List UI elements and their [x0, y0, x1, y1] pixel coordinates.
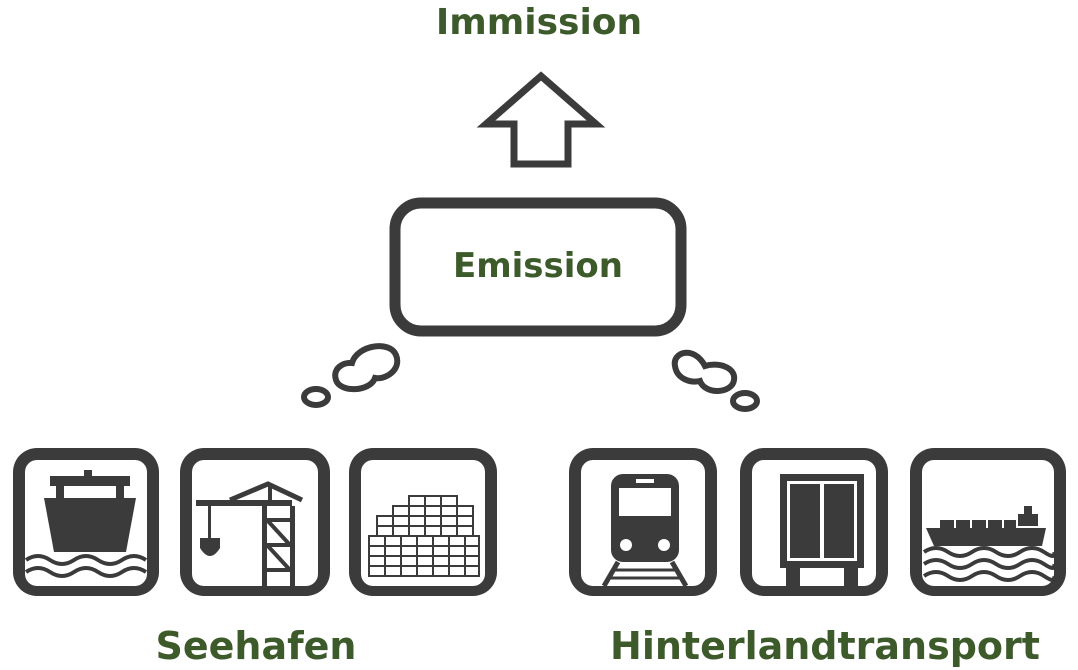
seehafen-label: Seehafen	[155, 624, 357, 668]
crane-icon	[180, 448, 330, 596]
barge-icon	[910, 448, 1066, 596]
containers-icon	[349, 448, 497, 596]
right-thought-bubble-icon	[671, 349, 760, 412]
train-icon	[569, 448, 717, 596]
emission-box	[389, 197, 687, 337]
hinterlandtransport-label: Hinterlandtransport	[610, 624, 1040, 668]
ship-icon	[13, 448, 159, 596]
truck-container-icon	[740, 448, 888, 596]
emission-label: Emission	[453, 246, 623, 286]
immission-label: Immission	[435, 2, 643, 43]
left-thought-bubble-icon	[301, 343, 401, 408]
up-arrow-icon	[476, 71, 606, 168]
